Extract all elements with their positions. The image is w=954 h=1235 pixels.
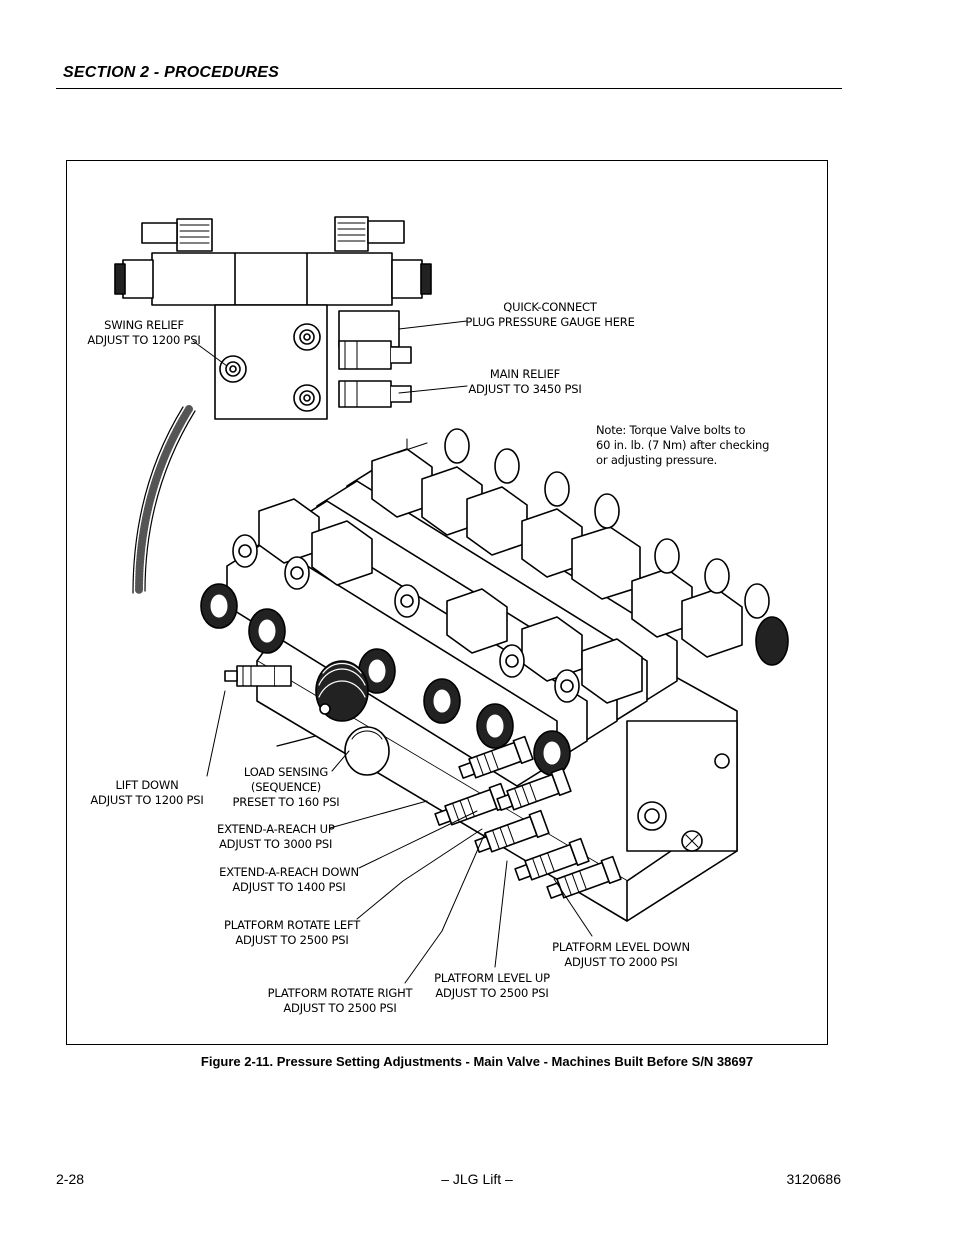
extend-a-reach-up-label: EXTEND-A-REACH UP ADJUST TO 3000 PSI <box>217 822 335 851</box>
upper-valve-block <box>114 216 432 420</box>
extend-a-reach-down-label: EXTEND-A-REACH DOWN ADJUST TO 1400 PSI <box>219 865 359 894</box>
platform-rotate-right-label: PLATFORM ROTATE RIGHT ADJUST TO 2500 PSI <box>267 986 413 1015</box>
valve-illustration <box>114 216 789 984</box>
platform-level-up-label: PLATFORM LEVEL UP ADJUST TO 2500 PSI <box>434 971 550 1000</box>
lift-down-label: LIFT DOWN ADJUST TO 1200 PSI <box>90 778 204 807</box>
solenoid-tubes <box>232 428 770 703</box>
figure-caption: Figure 2-11. Pressure Setting Adjustment… <box>200 1054 754 1069</box>
header-rule <box>56 88 842 89</box>
main-relief-label: MAIN RELIEF ADJUST TO 3450 PSI <box>468 367 582 396</box>
platform-level-down-label: PLATFORM LEVEL DOWN ADJUST TO 2000 PSI <box>552 940 690 969</box>
solenoid-coils <box>258 438 743 704</box>
adjusting-cartridges <box>434 735 622 899</box>
load-sensing-cartridge <box>315 660 390 776</box>
section-header: SECTION 2 - PROCEDURES <box>63 64 279 81</box>
footer-center: – JLG Lift – <box>441 1171 513 1187</box>
quick-connect-label: QUICK-CONNECT PLUG PRESSURE GAUGE HERE <box>465 300 635 329</box>
torque-note: Note: Torque Valve bolts to 60 in. lb. (… <box>596 423 770 467</box>
document-number: 3120686 <box>786 1171 841 1187</box>
leader-lines <box>192 320 593 984</box>
load-sensing-label: LOAD SENSING (SEQUENCE) PRESET TO 160 PS… <box>232 765 340 809</box>
platform-rotate-left-label: PLATFORM ROTATE LEFT ADJUST TO 2500 PSI <box>223 918 361 947</box>
main-valve-manifold <box>200 428 789 922</box>
swing-relief-label: SWING RELIEF ADJUST TO 1200 PSI <box>87 318 201 347</box>
page-number: 2-28 <box>56 1171 85 1187</box>
figure-frame: SWING RELIEF ADJUST TO 1200 PSI QUICK-CO… <box>66 160 828 1045</box>
lift-down-cartridge <box>224 665 292 687</box>
